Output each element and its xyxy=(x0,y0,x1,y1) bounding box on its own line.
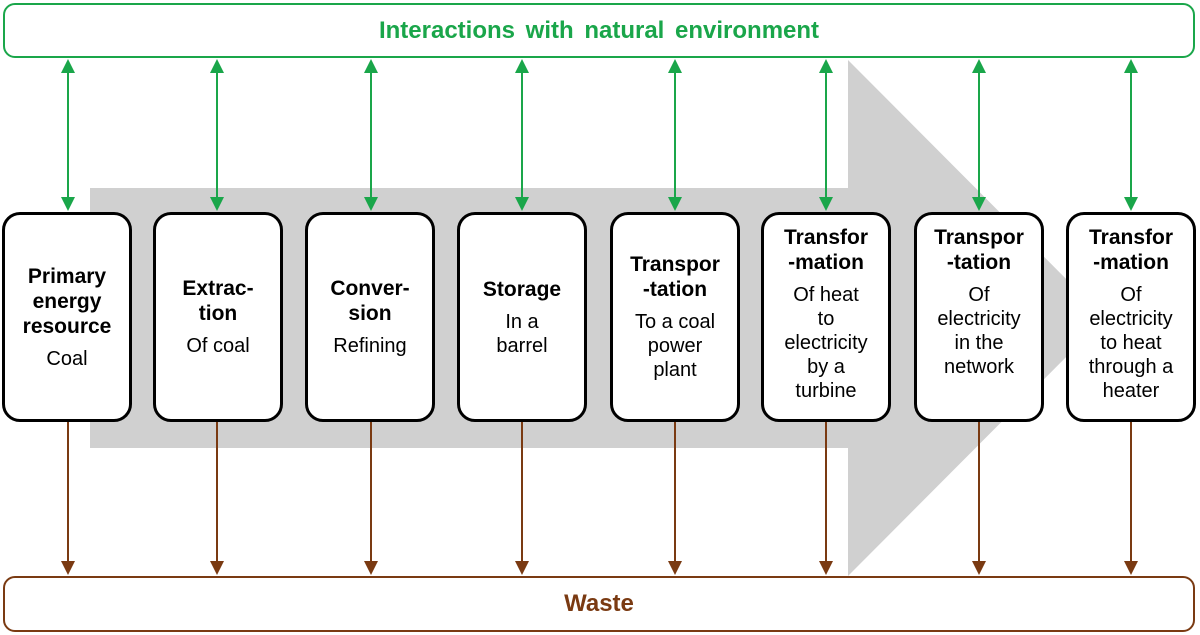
stage-primary-energy-resource: Primary energy resource Coal xyxy=(2,212,132,422)
stage-title: Conver- sion xyxy=(330,277,410,325)
stage-title: Extrac- tion xyxy=(182,277,254,325)
environment-label: Interactions with natural environment xyxy=(378,16,820,44)
stage-title: Transpor -tation xyxy=(630,253,720,301)
stage-transportation-coal: Transpor -tation To a coal power plant xyxy=(610,212,740,422)
stage-description: In a barrel xyxy=(496,310,548,357)
stage-storage: Storage In a barrel xyxy=(457,212,587,422)
stage-title: Transfor -mation xyxy=(1088,226,1174,274)
stage-description: Of heat to electricity by a turbine xyxy=(784,284,868,402)
stage-description: Coal xyxy=(46,347,88,370)
stage-description: Refining xyxy=(333,335,407,357)
waste-label: Waste xyxy=(564,590,634,617)
stage-description: Of electricity to heat through a heater xyxy=(1088,284,1174,402)
stage-transformation-heat: Transfor -mation Of heat to electricity … xyxy=(761,212,891,422)
flow-direction-arrow xyxy=(90,60,1105,576)
waste-banner: Waste xyxy=(3,576,1195,632)
stage-title: Transfor -mation xyxy=(783,226,869,274)
stage-description: Of electricity in the network xyxy=(937,284,1021,378)
stage-description: Of coal xyxy=(186,335,250,357)
stage-title: Primary energy resource xyxy=(22,264,112,338)
stage-extraction: Extrac- tion Of coal xyxy=(153,212,283,422)
environment-banner: Interactions with natural environment xyxy=(3,3,1195,58)
stage-title: Storage xyxy=(482,277,562,301)
stage-conversion: Conver- sion Refining xyxy=(305,212,435,422)
stage-description: To a coal power plant xyxy=(634,311,716,381)
stage-transportation-electricity: Transpor -tation Of electricity in the n… xyxy=(914,212,1044,422)
stage-title: Transpor -tation xyxy=(934,226,1024,274)
stage-transformation-electricity: Transfor -mation Of electricity to heat … xyxy=(1066,212,1196,422)
